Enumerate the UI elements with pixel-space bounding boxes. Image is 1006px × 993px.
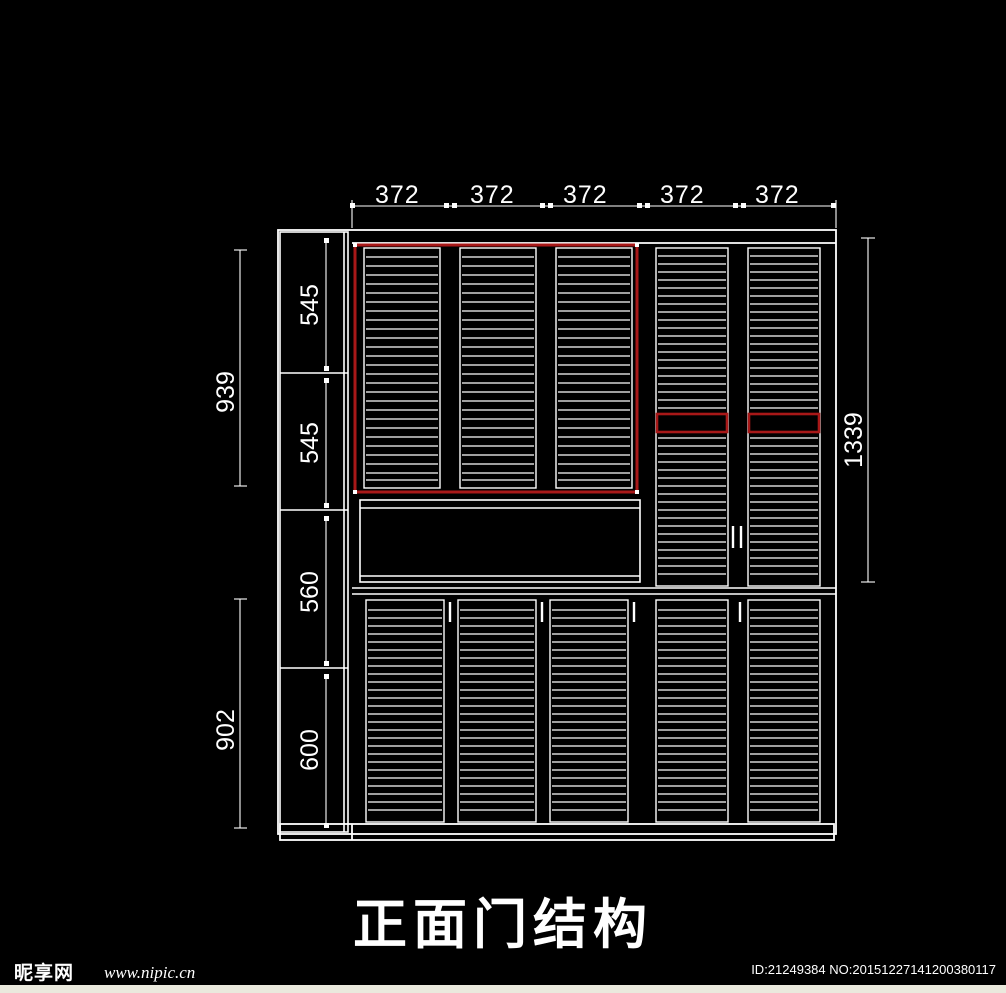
louver-door-tall-1[interactable]: [655, 247, 735, 587]
right-dimension-labels: 1339: [840, 412, 868, 468]
dim-left-545-a: 545: [296, 284, 324, 326]
right-dimension-chain: [861, 237, 875, 583]
dim-left-outer-902: 902: [212, 709, 240, 751]
dim-left-545-b: 545: [296, 422, 324, 464]
left-outer-dimension-labels: 939 902: [212, 371, 240, 751]
selected-slat-highlights[interactable]: [655, 412, 821, 434]
louver-door-upper-2[interactable]: [459, 247, 537, 489]
dim-top-1: 372: [375, 181, 420, 209]
louver-door-lower-5[interactable]: [738, 599, 821, 823]
dim-right-1339: 1339: [840, 412, 868, 468]
dim-left-560: 560: [296, 571, 324, 613]
watermark-id: ID:21249384 NO:20151227141200380117: [751, 962, 996, 977]
dim-top-3: 372: [563, 181, 608, 209]
middle-open-shelf: [352, 499, 836, 595]
dim-left-600: 600: [296, 729, 324, 771]
drawing-title: 正面门结构: [353, 893, 653, 956]
top-dimension-labels: 372 372 372 372 372: [375, 181, 800, 209]
watermark-logo: 昵享网: [14, 962, 75, 984]
left-inner-dimension-labels: 545 545 560 600: [296, 284, 324, 771]
watermark-url: www.nipic.cn: [104, 963, 196, 982]
dim-top-2: 372: [470, 181, 515, 209]
selection-grip-bl: [353, 490, 357, 494]
selection-grip-br: [635, 490, 639, 494]
upper-right-door-group[interactable]: [655, 247, 821, 587]
footer-bar: [0, 985, 1006, 993]
louver-door-lower-3[interactable]: [540, 599, 636, 823]
upper-left-door-group[interactable]: [363, 247, 633, 489]
selection-highlight-rect[interactable]: [353, 243, 639, 494]
lower-door-group[interactable]: [365, 599, 821, 823]
selection-grip-tl: [353, 243, 357, 247]
cabinet-outer-frame: [277, 229, 837, 841]
louver-door-lower-4[interactable]: [655, 599, 729, 823]
dim-left-outer-939: 939: [212, 371, 240, 413]
louver-door-upper-3[interactable]: [555, 247, 633, 489]
louver-door-tall-2[interactable]: [739, 247, 821, 587]
dim-top-4: 372: [660, 181, 705, 209]
left-inner-dimension-ticks: [324, 238, 329, 828]
dim-top-5: 372: [755, 181, 800, 209]
louver-door-lower-1[interactable]: [365, 599, 445, 823]
left-section-boxes: [279, 231, 349, 833]
left-outer-dimension-chain: [234, 249, 247, 829]
selection-grip-tr: [635, 243, 639, 247]
top-dimension-ticks: [350, 203, 836, 208]
louver-door-lower-2[interactable]: [448, 599, 537, 823]
louver-door-upper-1[interactable]: [363, 247, 441, 489]
